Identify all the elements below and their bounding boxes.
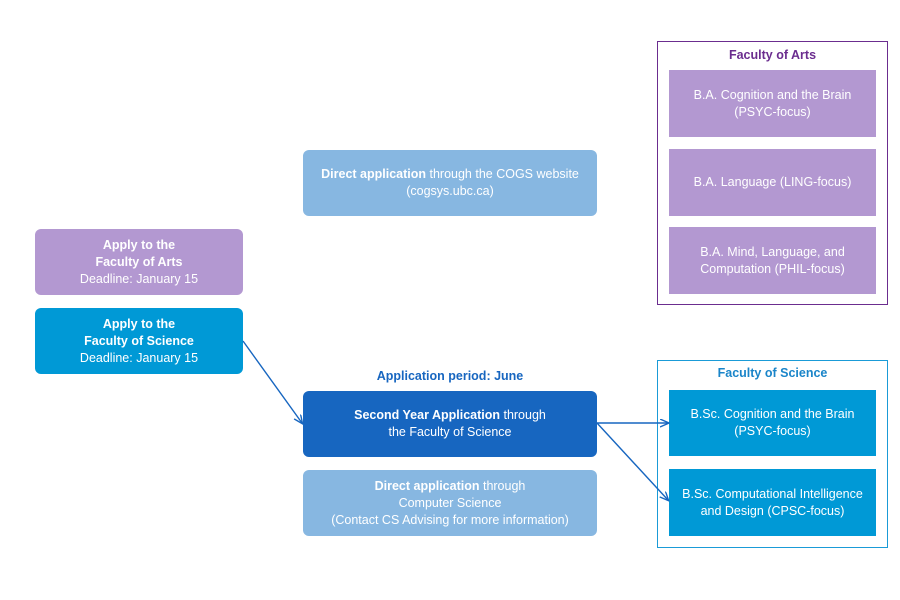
- arts-program-cognition: B.A. Cognition and the Brain (PSYC-focus…: [669, 70, 876, 137]
- arts-program-cognition-focus: (PSYC-focus): [734, 104, 811, 119]
- direct-cs-line3: (Contact CS Advising for more informatio…: [331, 512, 569, 527]
- direct-cogs-url: (cogsys.ubc.ca): [406, 184, 494, 198]
- science-program-computational-focus: (CPSC-focus): [767, 503, 845, 518]
- arrow-second-year-to-bsc-computational: [596, 422, 668, 500]
- science-program-cognition-focus: (PSYC-focus): [734, 424, 811, 438]
- arts-program-cognition-name: B.A. Cognition and the Brain: [693, 87, 852, 102]
- direct-cs-line2: Computer Science: [398, 495, 502, 510]
- apply-science-line2: Faculty of Science: [84, 333, 194, 348]
- science-program-computational-name-1: B.Sc. Computational: [682, 486, 797, 501]
- direct-cs-rest: through: [479, 478, 526, 493]
- second-year-bold: Second Year Application: [354, 408, 500, 422]
- arts-program-mind-language-computation: B.A. Mind, Language, and Computation (PH…: [669, 227, 876, 294]
- direct-cs-bold: Direct application: [374, 478, 480, 493]
- arrow-science-to-second-year: [242, 340, 302, 423]
- science-program-computational-name-2: Intelligence and Design: [700, 486, 863, 518]
- apply-science-line1: Apply to the: [102, 316, 176, 331]
- faculty-arts-title: Faculty of Arts: [728, 48, 817, 62]
- apply-arts-box: Apply to the Faculty of Arts Deadline: J…: [35, 229, 243, 295]
- direct-application-cs-box: Direct application through Computer Scie…: [303, 470, 597, 536]
- faculty-science-title: Faculty of Science: [717, 366, 828, 380]
- science-program-cognition-name: B.Sc. Cognition and the Brain: [690, 407, 855, 421]
- science-program-computational: B.Sc. Computational Intelligence and Des…: [669, 469, 876, 536]
- second-year-application-box: Second Year Application through the Facu…: [303, 391, 597, 457]
- arts-program-language: B.A. Language (LING-focus): [669, 149, 876, 216]
- arts-program-mlc-name-1: B.A. Mind, Language, and: [700, 244, 845, 259]
- direct-application-cogs-box: Direct application through the COGS webs…: [303, 150, 597, 216]
- apply-arts-line1: Apply to the: [102, 237, 176, 252]
- apply-arts-deadline: Deadline: January 15: [79, 271, 199, 286]
- second-year-line2: the Faculty of Science: [388, 425, 512, 439]
- arts-program-language-name: B.A. Language: [693, 175, 777, 189]
- direct-cogs-bold: Direct application: [321, 167, 427, 181]
- direct-cogs-rest: through the COGS website: [426, 167, 579, 181]
- apply-science-box: Apply to the Faculty of Science Deadline…: [35, 308, 243, 374]
- apply-science-deadline: Deadline: January 15: [79, 350, 199, 365]
- application-period-label: Application period: June: [376, 369, 524, 383]
- science-program-cognition: B.Sc. Cognition and the Brain (PSYC-focu…: [669, 390, 876, 456]
- arts-program-mlc-focus: (PHIL-focus): [774, 261, 845, 276]
- arts-program-language-focus: (LING-focus): [779, 175, 852, 189]
- apply-arts-line2: Faculty of Arts: [95, 254, 183, 269]
- second-year-rest: through: [500, 408, 546, 422]
- arts-program-mlc-name-2: Computation: [700, 261, 772, 276]
